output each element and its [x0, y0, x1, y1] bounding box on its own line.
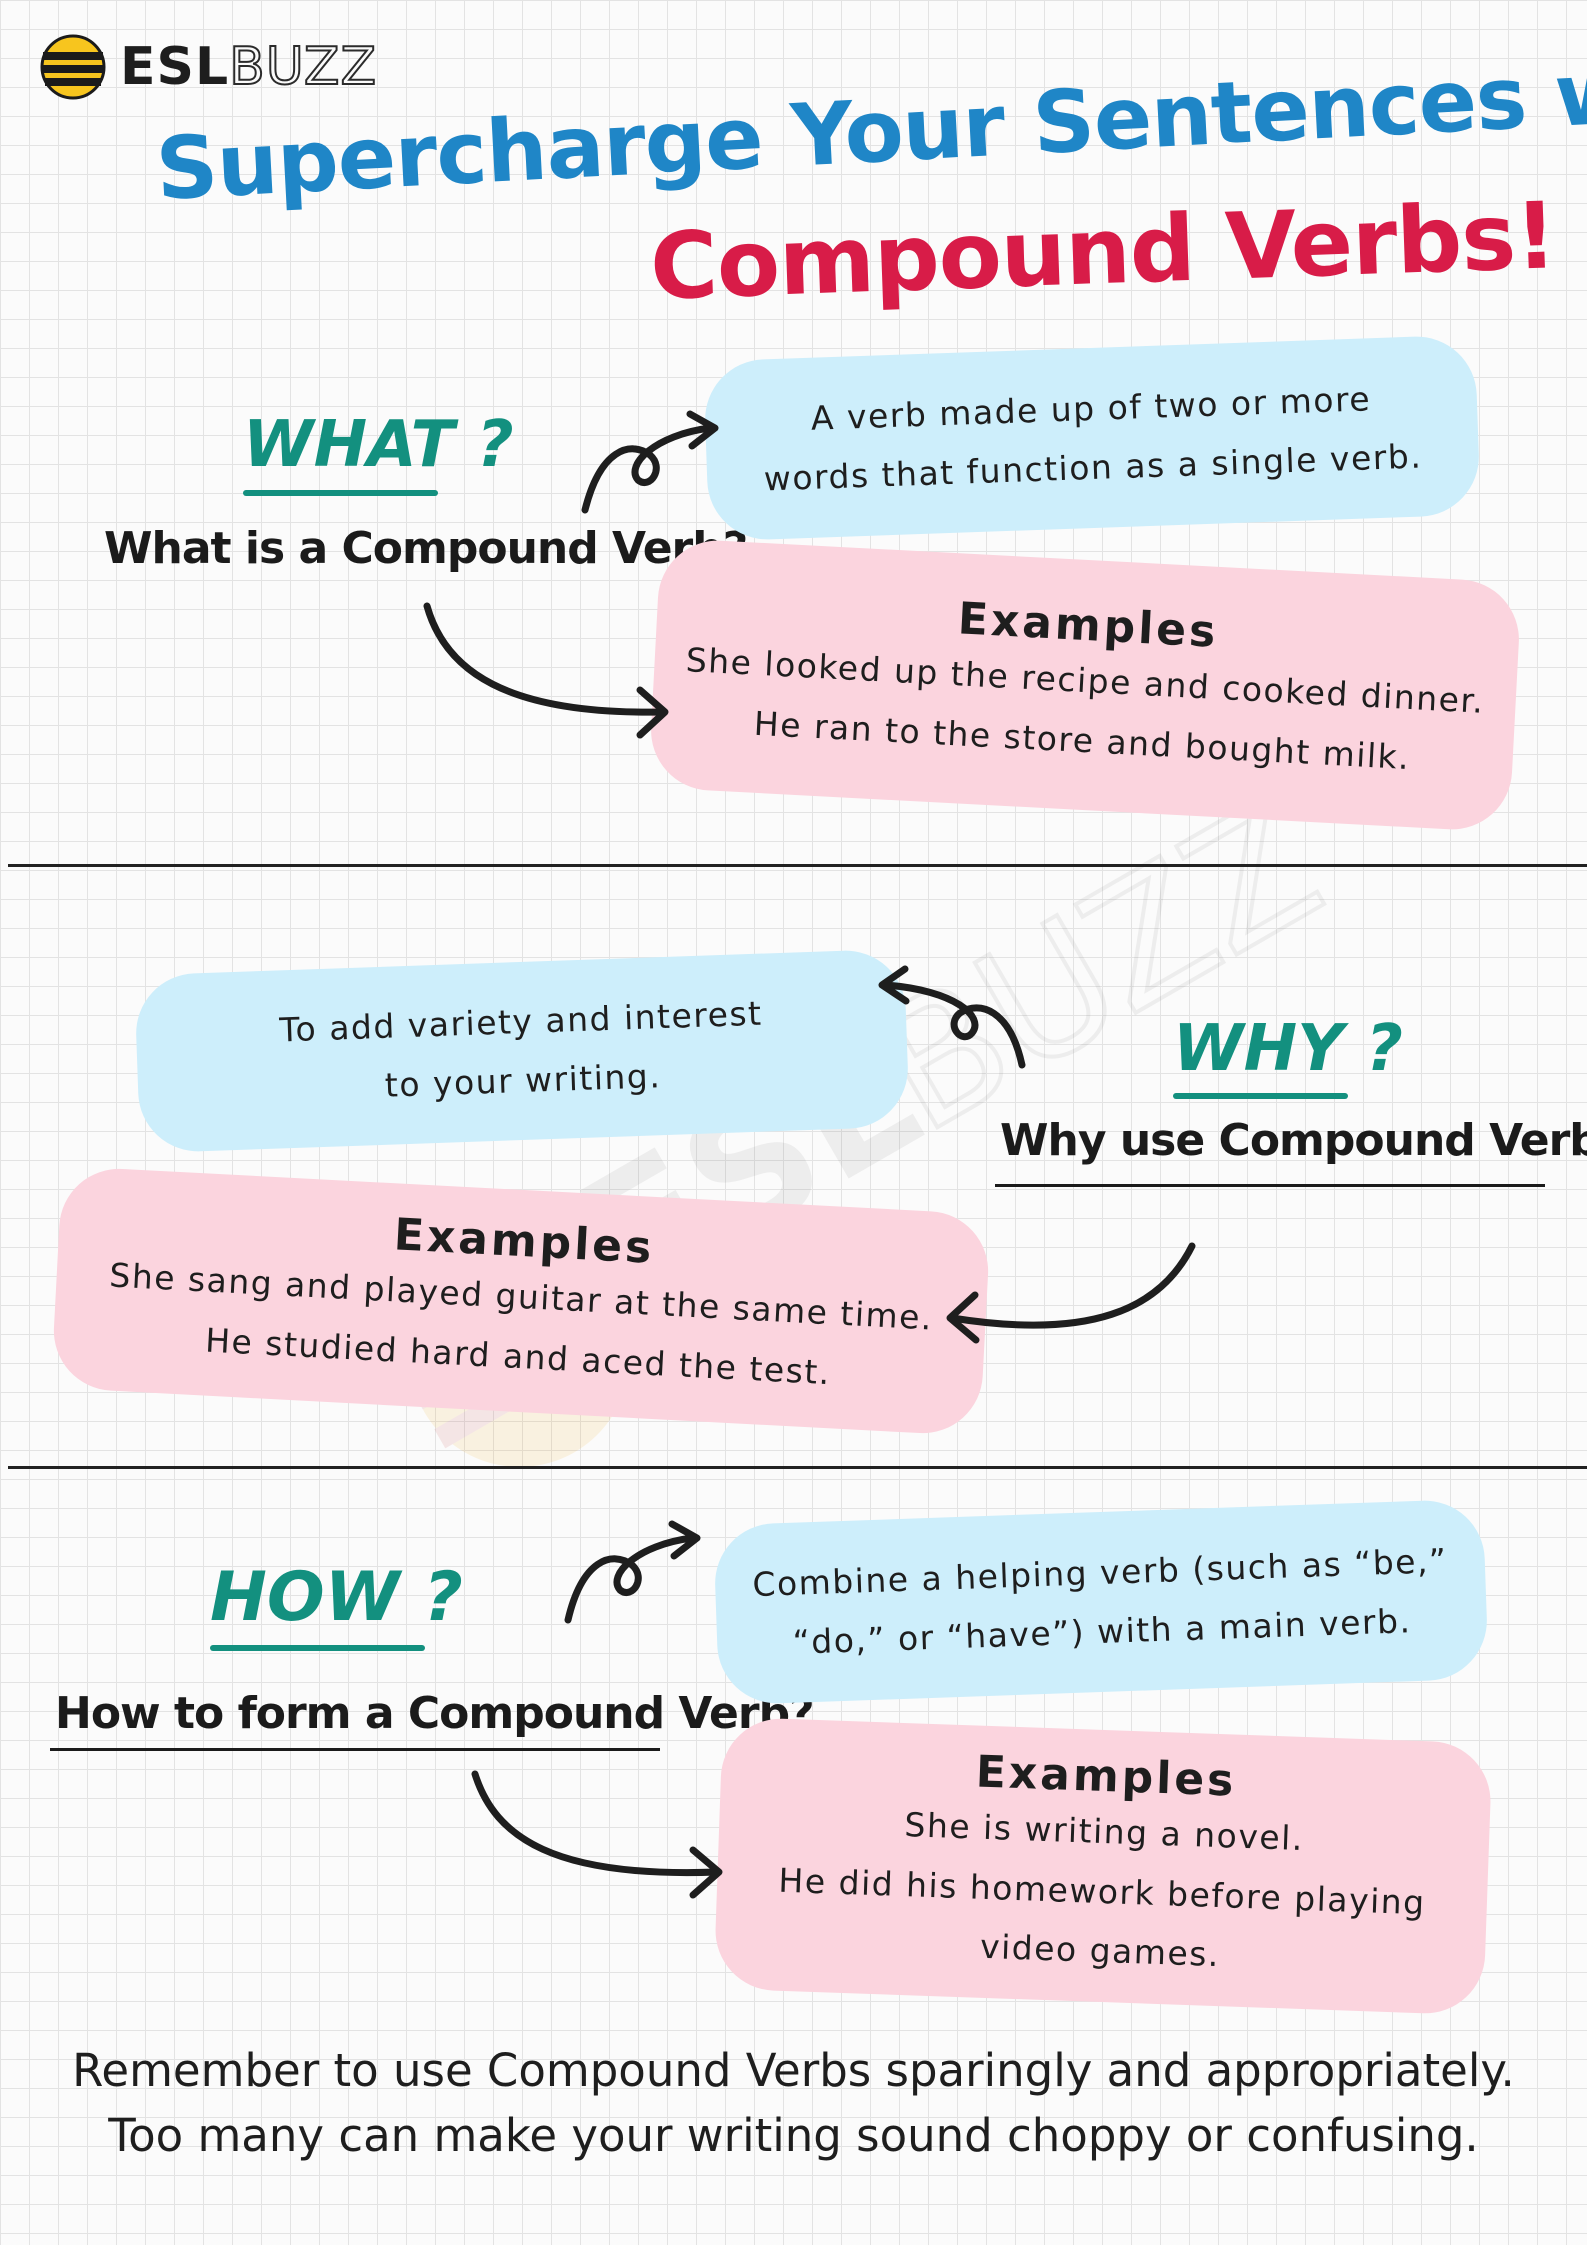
how-arrow-down-icon	[471, 1770, 723, 1899]
how-arrow-up-icon	[564, 1520, 701, 1624]
what-question-underline	[243, 490, 438, 496]
what-subtitle: What is a Compound Verb?	[104, 523, 748, 574]
what-question: WHAT ?	[243, 408, 514, 482]
how-example-2: He did his homework before playing	[777, 1860, 1427, 1923]
logo: ESLBUZZ	[40, 34, 377, 100]
how-question: HOW ?	[210, 1558, 463, 1637]
why-arrow-up-icon	[878, 965, 1026, 1069]
divider-2	[8, 1466, 1587, 1469]
how-definition-bubble: Combine a helping verb (such as “be,” “d…	[713, 1498, 1489, 1706]
why-examples-bubble: Examples She sang and played guitar at t…	[50, 1165, 992, 1437]
why-question-underline	[1173, 1093, 1348, 1099]
why-subtitle: Why use Compound Verbs?	[1000, 1115, 1587, 1166]
why-definition-line-2: to your writing.	[384, 1056, 662, 1105]
footer-note: Remember to use Compound Verbs sparingly…	[0, 2038, 1587, 2169]
what-arrow-down-icon	[423, 602, 669, 739]
how-example-3: video games.	[979, 1926, 1221, 1975]
what-definition-bubble: A verb made up of two or more words that…	[703, 334, 1481, 542]
bee-icon	[40, 34, 106, 100]
footer-line-1: Remember to use Compound Verbs sparingly…	[72, 2044, 1515, 2097]
why-definition-bubble: To add variety and interest to your writ…	[134, 948, 910, 1154]
why-subtitle-underline	[995, 1184, 1545, 1187]
footer-line-2: Too many can make your writing sound cho…	[108, 2109, 1479, 2163]
why-arrow-down-icon	[946, 1242, 1196, 1344]
how-examples-bubble: Examples She is writing a novel. He did …	[713, 1716, 1493, 2016]
logo-text: ESLBUZZ	[120, 36, 378, 98]
how-subtitle-underline	[50, 1748, 660, 1751]
why-question: WHY ?	[1173, 1012, 1403, 1086]
what-arrow-up-icon	[581, 410, 719, 514]
why-definition-line-1: To add variety and interest	[278, 993, 764, 1050]
how-subtitle: How to form a Compound Verb?	[55, 1688, 815, 1739]
logo-text-outline: BUZZ	[228, 36, 378, 98]
title-line-2: Compound Verbs!	[648, 182, 1558, 321]
what-examples-bubble: Examples She looked up the recipe and co…	[648, 537, 1522, 833]
how-examples-title: Examples	[975, 1746, 1238, 1807]
how-question-underline	[210, 1645, 425, 1651]
logo-text-bold: ESL	[120, 37, 230, 97]
divider-1	[8, 864, 1587, 867]
